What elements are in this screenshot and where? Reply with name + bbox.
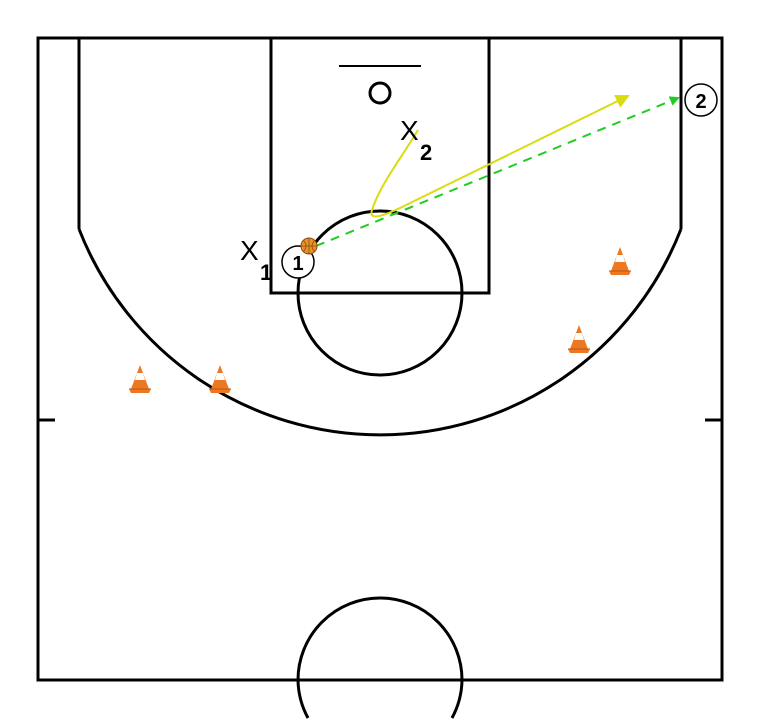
defender-x1-letter: X [240, 235, 259, 266]
defender-x2-letter: X [400, 115, 419, 146]
center-circle [296, 596, 464, 681]
basketball-icon [300, 237, 318, 255]
rim [368, 81, 392, 105]
cut-path [370, 95, 630, 218]
defender-x2: X 2 [400, 115, 432, 165]
center-circle-lower-right [450, 679, 464, 719]
offense-player-2: 2 [684, 83, 718, 117]
pass-line [315, 96, 680, 247]
free-throw-lane [269, 36, 491, 295]
traffic-cone-icon [567, 324, 591, 354]
defender-x1: X 1 [240, 235, 272, 285]
traffic-cone-icon [608, 246, 632, 276]
offense-player-1-label: 1 [292, 253, 303, 275]
free-throw-circle [296, 209, 464, 377]
court-boundary [36, 36, 724, 682]
three-point-arc [77, 228, 683, 437]
defender-x2-subscript: 2 [420, 140, 432, 165]
traffic-cone-icon [128, 364, 152, 394]
defender-x1-subscript: 1 [260, 260, 272, 285]
offense-player-2-label: 2 [695, 91, 706, 113]
offense-player-1: 1 [281, 245, 315, 279]
traffic-cone-icon [208, 364, 232, 394]
center-circle-lower [296, 679, 310, 719]
